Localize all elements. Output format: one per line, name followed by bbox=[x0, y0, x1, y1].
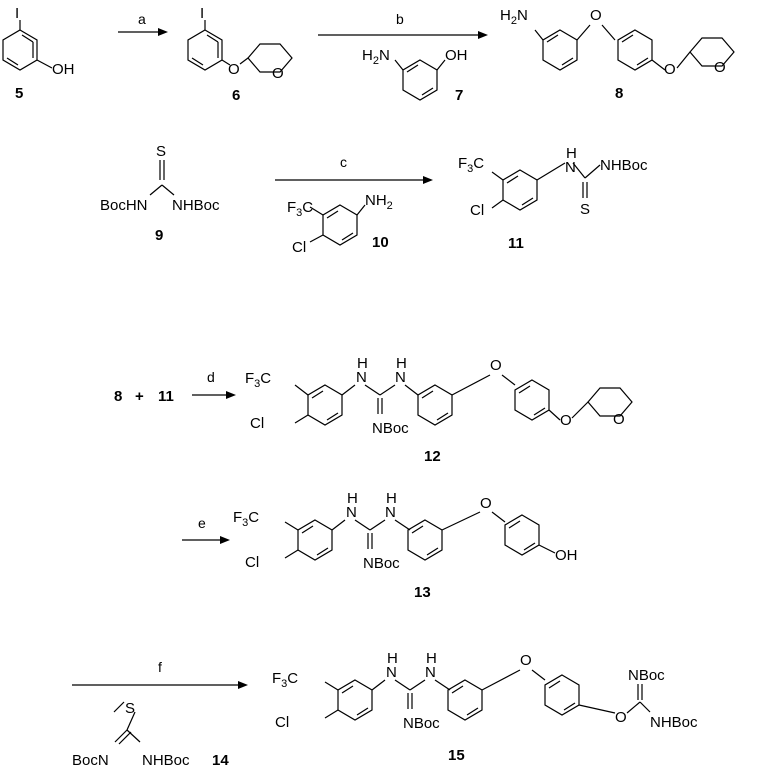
svg-text:I: I bbox=[200, 5, 204, 22]
svg-text:O: O bbox=[615, 709, 627, 726]
svg-text:O: O bbox=[520, 652, 532, 669]
svg-text:H: H bbox=[396, 355, 407, 372]
compound-12: F3C H N H N NBoc O O O Cl bbox=[245, 355, 633, 437]
compound-11: F3C H N NHBoc S Cl bbox=[458, 145, 648, 219]
label-reactant-11: 11 bbox=[158, 388, 174, 405]
svg-text:O: O bbox=[664, 61, 676, 78]
svg-text:F3C: F3C bbox=[272, 670, 298, 690]
svg-text:H: H bbox=[566, 145, 577, 162]
compound-7: H2N OH bbox=[362, 47, 468, 101]
svg-text:I: I bbox=[15, 5, 19, 22]
arrowhead-b bbox=[478, 31, 488, 39]
svg-text:BocHN: BocHN bbox=[100, 197, 148, 214]
condition-a: a bbox=[138, 11, 146, 27]
compound-5: I OH bbox=[2, 5, 75, 78]
label-compound-7: 7 bbox=[455, 87, 463, 104]
svg-text:O: O bbox=[714, 59, 726, 76]
label-compound-10: 10 bbox=[372, 234, 389, 251]
svg-text:O: O bbox=[560, 412, 572, 429]
svg-text:OH: OH bbox=[445, 47, 468, 64]
plus-sign: + bbox=[135, 388, 144, 405]
svg-text:N: N bbox=[565, 159, 576, 176]
compound-6: I O O bbox=[187, 5, 293, 82]
label-compound-6: 6 bbox=[232, 87, 240, 104]
svg-text:NHBoc: NHBoc bbox=[650, 714, 698, 731]
label-compound-5: 5 bbox=[15, 85, 23, 102]
svg-text:Cl: Cl bbox=[250, 415, 264, 432]
condition-c: c bbox=[340, 154, 347, 170]
svg-text:N: N bbox=[425, 664, 436, 681]
label-compound-8: 8 bbox=[615, 85, 623, 102]
svg-text:F3C: F3C bbox=[245, 370, 271, 390]
svg-text:NHBoc: NHBoc bbox=[600, 157, 648, 174]
svg-text:OH: OH bbox=[52, 61, 75, 78]
arrowhead-c bbox=[423, 176, 433, 184]
svg-text:H: H bbox=[357, 355, 368, 372]
svg-text:H: H bbox=[426, 650, 437, 667]
svg-text:H2N: H2N bbox=[362, 47, 390, 67]
svg-text:S: S bbox=[156, 143, 166, 160]
arrowhead-a bbox=[158, 28, 168, 36]
svg-text:N: N bbox=[395, 369, 406, 386]
svg-text:H: H bbox=[347, 490, 358, 507]
compound-15: F3C H N H N NBoc O O NBoc NHBoc Cl bbox=[272, 650, 698, 732]
svg-text:NH2: NH2 bbox=[365, 192, 393, 212]
svg-text:Cl: Cl bbox=[245, 554, 259, 571]
arrowhead-d bbox=[226, 391, 236, 399]
compound-8: H2N O O O bbox=[500, 7, 735, 78]
svg-text:N: N bbox=[356, 369, 367, 386]
condition-e: e bbox=[198, 515, 206, 531]
svg-text:Cl: Cl bbox=[470, 202, 484, 219]
svg-text:H2N: H2N bbox=[500, 7, 528, 27]
svg-text:NHBoc: NHBoc bbox=[142, 752, 190, 769]
svg-text:Cl: Cl bbox=[292, 239, 306, 256]
svg-text:H: H bbox=[387, 650, 398, 667]
arrowhead-f bbox=[238, 681, 248, 689]
svg-text:S: S bbox=[125, 700, 135, 717]
svg-text:N: N bbox=[385, 504, 396, 521]
condition-d: d bbox=[207, 369, 215, 385]
label-compound-11: 11 bbox=[508, 235, 524, 252]
compound-9: S BocHN NHBoc bbox=[100, 143, 220, 214]
svg-text:NBoc: NBoc bbox=[372, 420, 409, 437]
svg-text:S: S bbox=[580, 201, 590, 218]
condition-f: f bbox=[158, 659, 162, 675]
svg-text:F3C: F3C bbox=[287, 199, 313, 219]
svg-text:O: O bbox=[272, 65, 284, 82]
svg-text:Cl: Cl bbox=[275, 714, 289, 731]
svg-text:O: O bbox=[228, 61, 240, 78]
svg-text:BocN: BocN bbox=[72, 752, 109, 769]
label-compound-15: 15 bbox=[448, 747, 465, 764]
svg-text:O: O bbox=[613, 411, 625, 428]
svg-text:N: N bbox=[386, 664, 397, 681]
svg-text:O: O bbox=[490, 357, 502, 374]
svg-text:OH: OH bbox=[555, 547, 578, 564]
svg-text:NBoc: NBoc bbox=[403, 715, 440, 732]
svg-text:F3C: F3C bbox=[458, 155, 484, 175]
svg-text:F3C: F3C bbox=[233, 509, 259, 529]
label-reactant-8: 8 bbox=[114, 388, 122, 405]
label-compound-12: 12 bbox=[424, 448, 441, 465]
svg-text:NHBoc: NHBoc bbox=[172, 197, 220, 214]
label-compound-13: 13 bbox=[414, 584, 431, 601]
compound-10: F3C NH2 Cl bbox=[287, 192, 393, 256]
svg-text:NBoc: NBoc bbox=[363, 555, 400, 572]
svg-text:H: H bbox=[386, 490, 397, 507]
svg-text:NBoc: NBoc bbox=[628, 667, 665, 684]
arrowhead-e bbox=[220, 536, 230, 544]
svg-text:N: N bbox=[346, 504, 357, 521]
label-compound-9: 9 bbox=[155, 227, 163, 244]
label-compound-14: 14 bbox=[212, 752, 229, 769]
compound-13: F3C H N H N NBoc O OH Cl bbox=[233, 490, 578, 572]
svg-text:O: O bbox=[590, 7, 602, 24]
svg-text:O: O bbox=[480, 495, 492, 512]
compound-14: S BocN NHBoc bbox=[72, 700, 190, 769]
condition-b: b bbox=[396, 11, 404, 27]
